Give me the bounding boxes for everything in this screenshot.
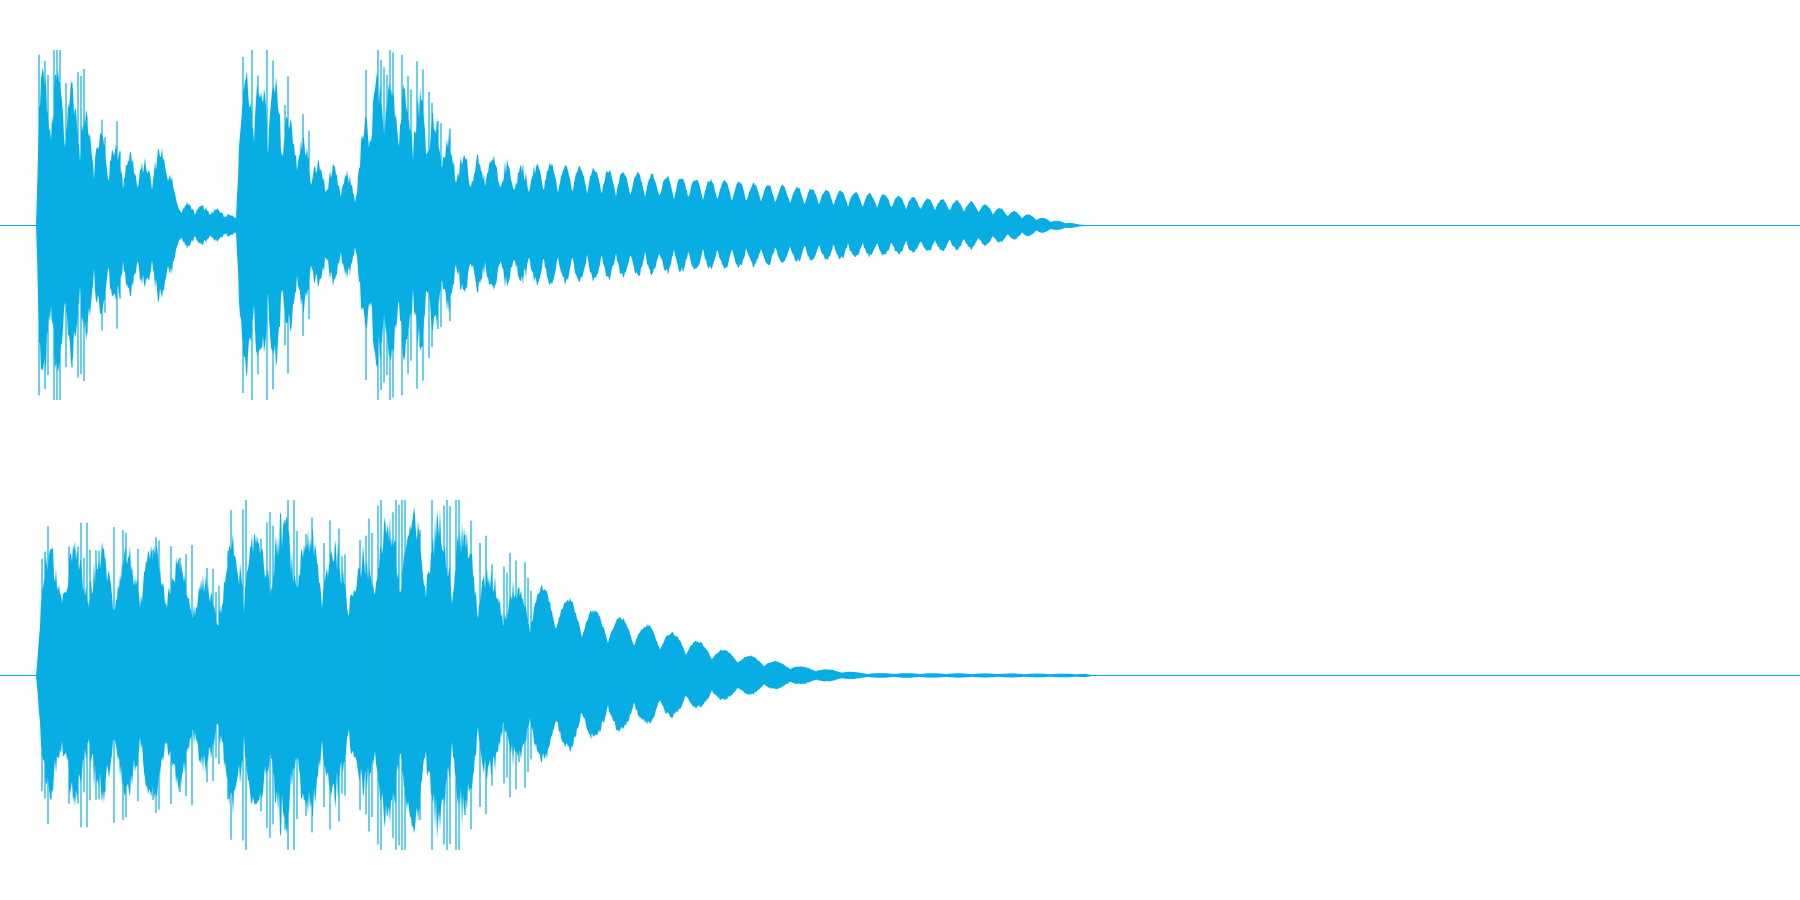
channel-2-waveform[interactable] [0, 500, 1800, 850]
channel-2-waveform-shape [36, 506, 1601, 840]
channel-1-waveform[interactable] [0, 50, 1800, 400]
channel-1-waveform-shape [36, 67, 1601, 379]
